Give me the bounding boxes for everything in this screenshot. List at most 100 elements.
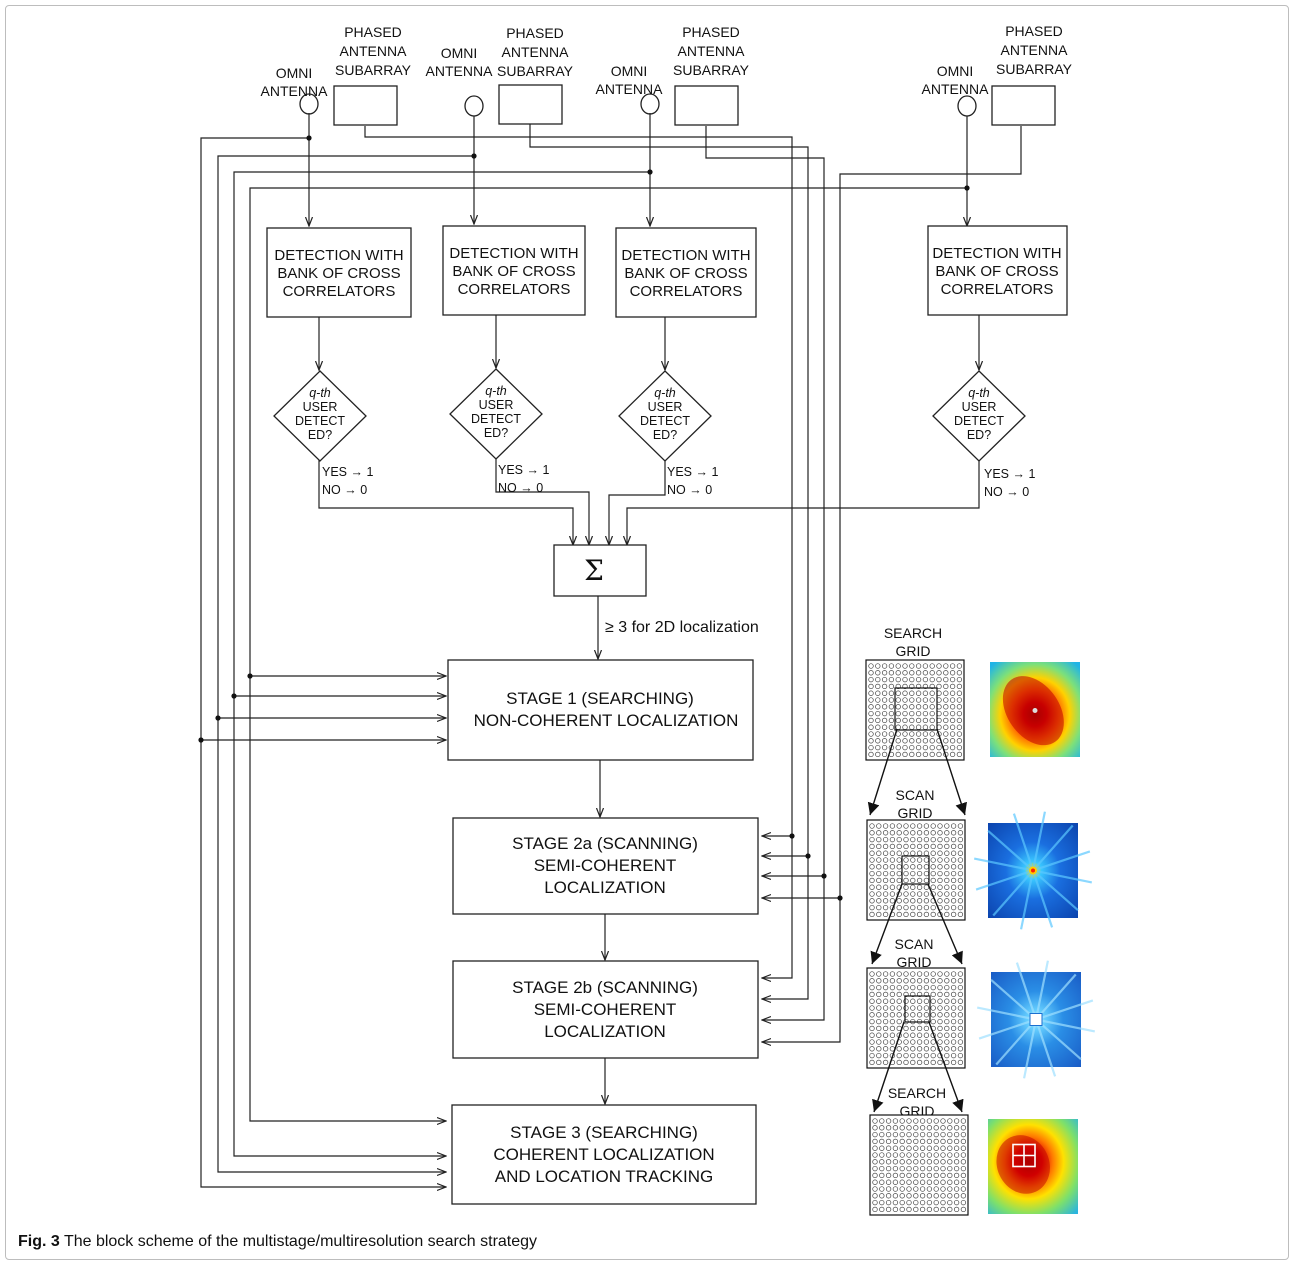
svg-text:BANK OF CROSS: BANK OF CROSS [277,265,400,282]
svg-text:CORRELATORS: CORRELATORS [458,281,571,298]
svg-text:STAGE 1 (SEARCHING): STAGE 1 (SEARCHING) [506,689,694,708]
svg-text:LOCALIZATION: LOCALIZATION [544,878,666,897]
decision-no-label: NO → 0 [322,483,367,497]
grid-frame [865,659,965,761]
figure-number: Fig. 3 [18,1233,60,1250]
decision-yes-label: YES → 1 [667,465,718,479]
phased-subarray-label: PHASED [1005,23,1063,39]
decision-label: DETECT [640,414,690,428]
svg-text:Σ: Σ [584,554,604,587]
grid-frame [869,1114,969,1216]
svg-text:DETECTION WITH: DETECTION WITH [449,245,578,262]
detection-block-3: DETECTION WITH BANK OF CROSS CORRELATORS [615,227,757,318]
phased-subarray-label: SUBARRAY [335,62,412,78]
svg-text:COHERENT LOCALIZATION: COHERENT LOCALIZATION [493,1145,714,1164]
decision-label: USER [962,400,997,414]
omni-antenna-label: OMNI [611,63,648,79]
omni-antenna-label: ANTENNA [426,63,494,79]
heatmap-broad-peak [990,662,1080,757]
omni-antenna-icon [957,95,977,117]
grid-panel-2: SCAN GRID [866,787,1093,930]
svg-text:NON-COHERENT LOCALIZATION: NON-COHERENT LOCALIZATION [474,711,739,730]
grid-frame [866,819,966,921]
phased-subarray-icon [333,85,398,126]
phased-subarray-label: PHASED [682,24,740,40]
grid-frame [866,967,966,1069]
figure-frame [5,5,1289,1260]
zoom-window [904,995,931,1023]
svg-text:CORRELATORS: CORRELATORS [630,283,743,300]
grid-label: GRID [896,643,931,659]
phased-subarray-label: ANTENNA [340,43,408,59]
figure-caption: Fig. 3 The block scheme of the multistag… [18,1233,537,1251]
svg-text:SEMI-COHERENT: SEMI-COHERENT [534,1000,677,1019]
omni-antenna-icon [640,93,660,115]
caption-text: The block scheme of the multistage/multi… [59,1233,538,1250]
stage-1-block: STAGE 1 (SEARCHING) NON-COHERENT LOCALIZ… [447,659,754,761]
decision-yes-label: YES → 1 [984,467,1035,481]
grid-dots [872,1118,967,1213]
svg-text:DETECTION WITH: DETECTION WITH [932,245,1061,262]
decision-label: q-th [485,384,507,398]
decision-label: USER [303,400,338,414]
detection-block-2: DETECTION WITH BANK OF CROSS CORRELATORS [442,225,586,316]
svg-text:DETECTION WITH: DETECTION WITH [274,247,403,264]
decision-label: ED? [484,426,508,440]
decision-label: DETECT [954,414,1004,428]
decision-label: ED? [308,428,332,442]
phased-subarray-label: SUBARRAY [673,62,750,78]
svg-text:LOCALIZATION: LOCALIZATION [544,1022,666,1041]
svg-text:STAGE 2b (SCANNING): STAGE 2b (SCANNING) [512,978,698,997]
detection-block-4: DETECTION WITH BANK OF CROSS CORRELATORS [927,225,1068,316]
decision-label: DETECT [471,412,521,426]
omni-antenna-label: OMNI [441,45,478,61]
svg-text:DETECTION WITH: DETECTION WITH [621,247,750,264]
decision-no-label: NO → 0 [498,481,543,495]
sum-block: Σ [553,544,647,597]
svg-text:BANK OF CROSS: BANK OF CROSS [624,265,747,282]
stage-2b-block: STAGE 2b (SCANNING) SEMI-COHERENT LOCALI… [452,960,759,1059]
phased-subarray-icon [498,84,563,125]
grid-label: GRID [897,954,932,970]
phased-subarray-label: ANTENNA [1001,42,1069,58]
grid-label: SCAN [896,787,935,803]
omni-antenna-label: OMNI [937,63,974,79]
phased-subarray-label: SUBARRAY [996,61,1073,77]
grid-label: SCAN [895,936,934,952]
decision-no-label: NO → 0 [984,485,1029,499]
svg-text:SEMI-COHERENT: SEMI-COHERENT [534,856,677,875]
decision-label: q-th [309,386,331,400]
threshold-label: ≥ 3 for 2D localization [605,619,759,636]
svg-text:STAGE 3 (SEARCHING): STAGE 3 (SEARCHING) [510,1123,698,1142]
grid-label: GRID [898,805,933,821]
grid-label: SEARCH [888,1085,946,1101]
svg-text:CORRELATORS: CORRELATORS [941,281,1054,298]
heatmap-star-sidelobes [973,811,1093,930]
stage-3-block: STAGE 3 (SEARCHING) COHERENT LOCALIZATIO… [451,1104,757,1205]
omni-antenna-label: OMNI [276,65,313,81]
decision-label: USER [648,400,683,414]
zoom-arrows [867,728,967,1113]
signal-wiring [198,113,1022,1187]
detection-block-1: DETECTION WITH BANK OF CROSS CORRELATORS [266,227,412,318]
grid-dots [868,663,963,758]
phased-subarray-label: ANTENNA [502,44,570,60]
svg-text:AND LOCATION TRACKING: AND LOCATION TRACKING [495,1167,714,1186]
phased-subarray-icon [991,85,1056,126]
phased-subarray-label: ANTENNA [678,43,746,59]
grid-panel-3: SCAN GRID [866,936,1096,1079]
svg-text:BANK OF CROSS: BANK OF CROSS [452,263,575,280]
omni-antenna-label: ANTENNA [261,83,329,99]
decision-label: ED? [967,428,991,442]
phased-subarray-label: PHASED [506,25,564,41]
